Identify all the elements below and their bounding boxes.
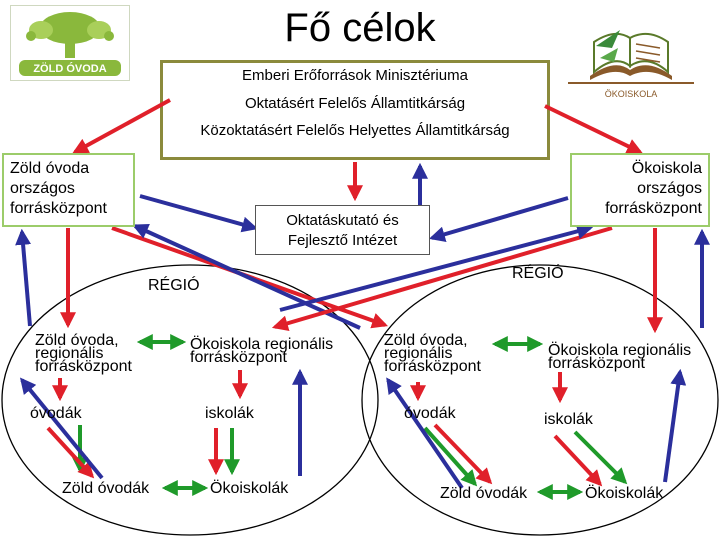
right-schools-to-eco-arrow bbox=[573, 430, 628, 485]
zold-ovoda-logo-text: ZÖLD ÓVODA bbox=[33, 62, 106, 75]
right-kindergartens-to-green-red-arrow bbox=[433, 423, 493, 485]
left-green-kindergartens: Zöld óvodák bbox=[62, 480, 150, 497]
right-schools-to-eco-red-arrow bbox=[553, 434, 603, 487]
okoiskola-logo-text: ÖKOISKOLA bbox=[605, 89, 658, 99]
state-secretariat: Oktatásért Felelős Államtitkárság bbox=[244, 95, 466, 112]
page-title: Fő célok bbox=[284, 6, 436, 50]
left-school-to-right-center-arrow bbox=[279, 223, 594, 312]
right-regional-kinder-line1: Zöld óvoda, bbox=[384, 332, 468, 349]
left-regional-kinder-line1: Zöld óvoda, bbox=[35, 332, 119, 349]
left-kinder-to-left-center-arrow bbox=[15, 228, 32, 327]
left-regional-kinder-center: Zöld óvoda, regionális forrásközpont bbox=[35, 332, 132, 375]
left-region-label: RÉGIÓ bbox=[148, 277, 200, 294]
left-green-to-kinder-center-arrow bbox=[19, 377, 104, 480]
right-center-line1: Ökoiskola bbox=[631, 160, 702, 177]
institute-line1: Oktatáskutató és bbox=[286, 212, 399, 229]
left-regional-school-line1: Ökoiskola regionális bbox=[190, 336, 334, 353]
book-icon: ÖKOISKOLA bbox=[568, 30, 694, 99]
right-center-line2: országos bbox=[637, 180, 702, 197]
right-kindergartens-to-green-arrow bbox=[423, 426, 478, 487]
right-kindergartens: óvodák bbox=[404, 405, 456, 422]
institute-box: Oktatáskutató és Fejlesztő Intézet bbox=[255, 205, 430, 255]
left-regional-kinder-line2: regionális bbox=[35, 345, 104, 362]
left-center-line3: forrásközpont bbox=[10, 200, 107, 217]
right-regional-kinder-line3: forrásközpont bbox=[384, 358, 481, 375]
zold-ovoda-logo: ZÖLD ÓVODA bbox=[10, 5, 130, 81]
left-region-circle bbox=[1, 264, 379, 536]
ministry-to-right-center-arrow bbox=[544, 104, 643, 154]
right-green-to-kinder-center-arrow bbox=[386, 377, 464, 490]
right-center-line3: forrásközpont bbox=[605, 200, 702, 217]
left-center-line2: országos bbox=[10, 180, 75, 197]
right-green-kindergartens: Zöld óvodák bbox=[440, 485, 528, 502]
right-regional-school-line1: Ökoiskola regionális bbox=[548, 342, 692, 359]
ministry-name: Emberi Erőforrások Minisztériuma bbox=[242, 67, 468, 84]
institute-line2: Fejlesztő Intézet bbox=[287, 232, 398, 249]
right-eco-schools: Ökoiskolák bbox=[585, 485, 664, 502]
right-center-to-institute-arrow bbox=[428, 196, 569, 243]
left-center-line1: Zöld óvoda bbox=[10, 160, 90, 177]
left-regional-kinder-line3: forrásközpont bbox=[35, 358, 132, 375]
right-regional-kinder-line2: regionális bbox=[384, 345, 453, 362]
right-regional-kinder-center: Zöld óvoda, regionális forrásközpont bbox=[384, 332, 481, 375]
right-schools: iskolák bbox=[544, 411, 593, 428]
right-region-circle bbox=[361, 264, 719, 536]
okoiskola-logo: ÖKOISKOLA bbox=[560, 18, 702, 102]
left-regional-school-line2: forrásközpont bbox=[190, 349, 287, 366]
ministry-to-left-center-arrow bbox=[72, 98, 171, 154]
left-kindergartens-to-green-red-arrow bbox=[46, 426, 95, 479]
tree-icon: ZÖLD ÓVODA bbox=[19, 12, 121, 76]
okoiskola-national-center-box: Ökoiskola országos forrásközpont bbox=[570, 153, 710, 227]
left-schools: iskolák bbox=[205, 405, 254, 422]
left-center-to-institute-arrow bbox=[139, 194, 259, 233]
left-regional-school-center: Ökoiskola regionális forrásközpont bbox=[190, 336, 334, 366]
deputy-state-secretariat: Közoktatásért Felelős Helyettes Államtit… bbox=[200, 122, 510, 139]
right-regional-school-center: Ökoiskola regionális forrásközpont bbox=[548, 342, 692, 372]
right-regional-school-line2: forrásközpont bbox=[548, 355, 645, 372]
left-kindergartens: óvodák bbox=[30, 405, 82, 422]
zold-ovoda-national-center-box: Zöld óvoda országos forrásközpont bbox=[2, 153, 135, 227]
left-eco-schools: Ökoiskolák bbox=[210, 480, 289, 497]
right-center-to-left-school-arrow bbox=[271, 226, 613, 332]
ministry-box: Emberi Erőforrások Minisztériuma Oktatás… bbox=[160, 60, 550, 160]
right-eco-to-school-center-arrow bbox=[663, 368, 687, 483]
right-region-label: RÉGIÓ bbox=[512, 265, 564, 282]
